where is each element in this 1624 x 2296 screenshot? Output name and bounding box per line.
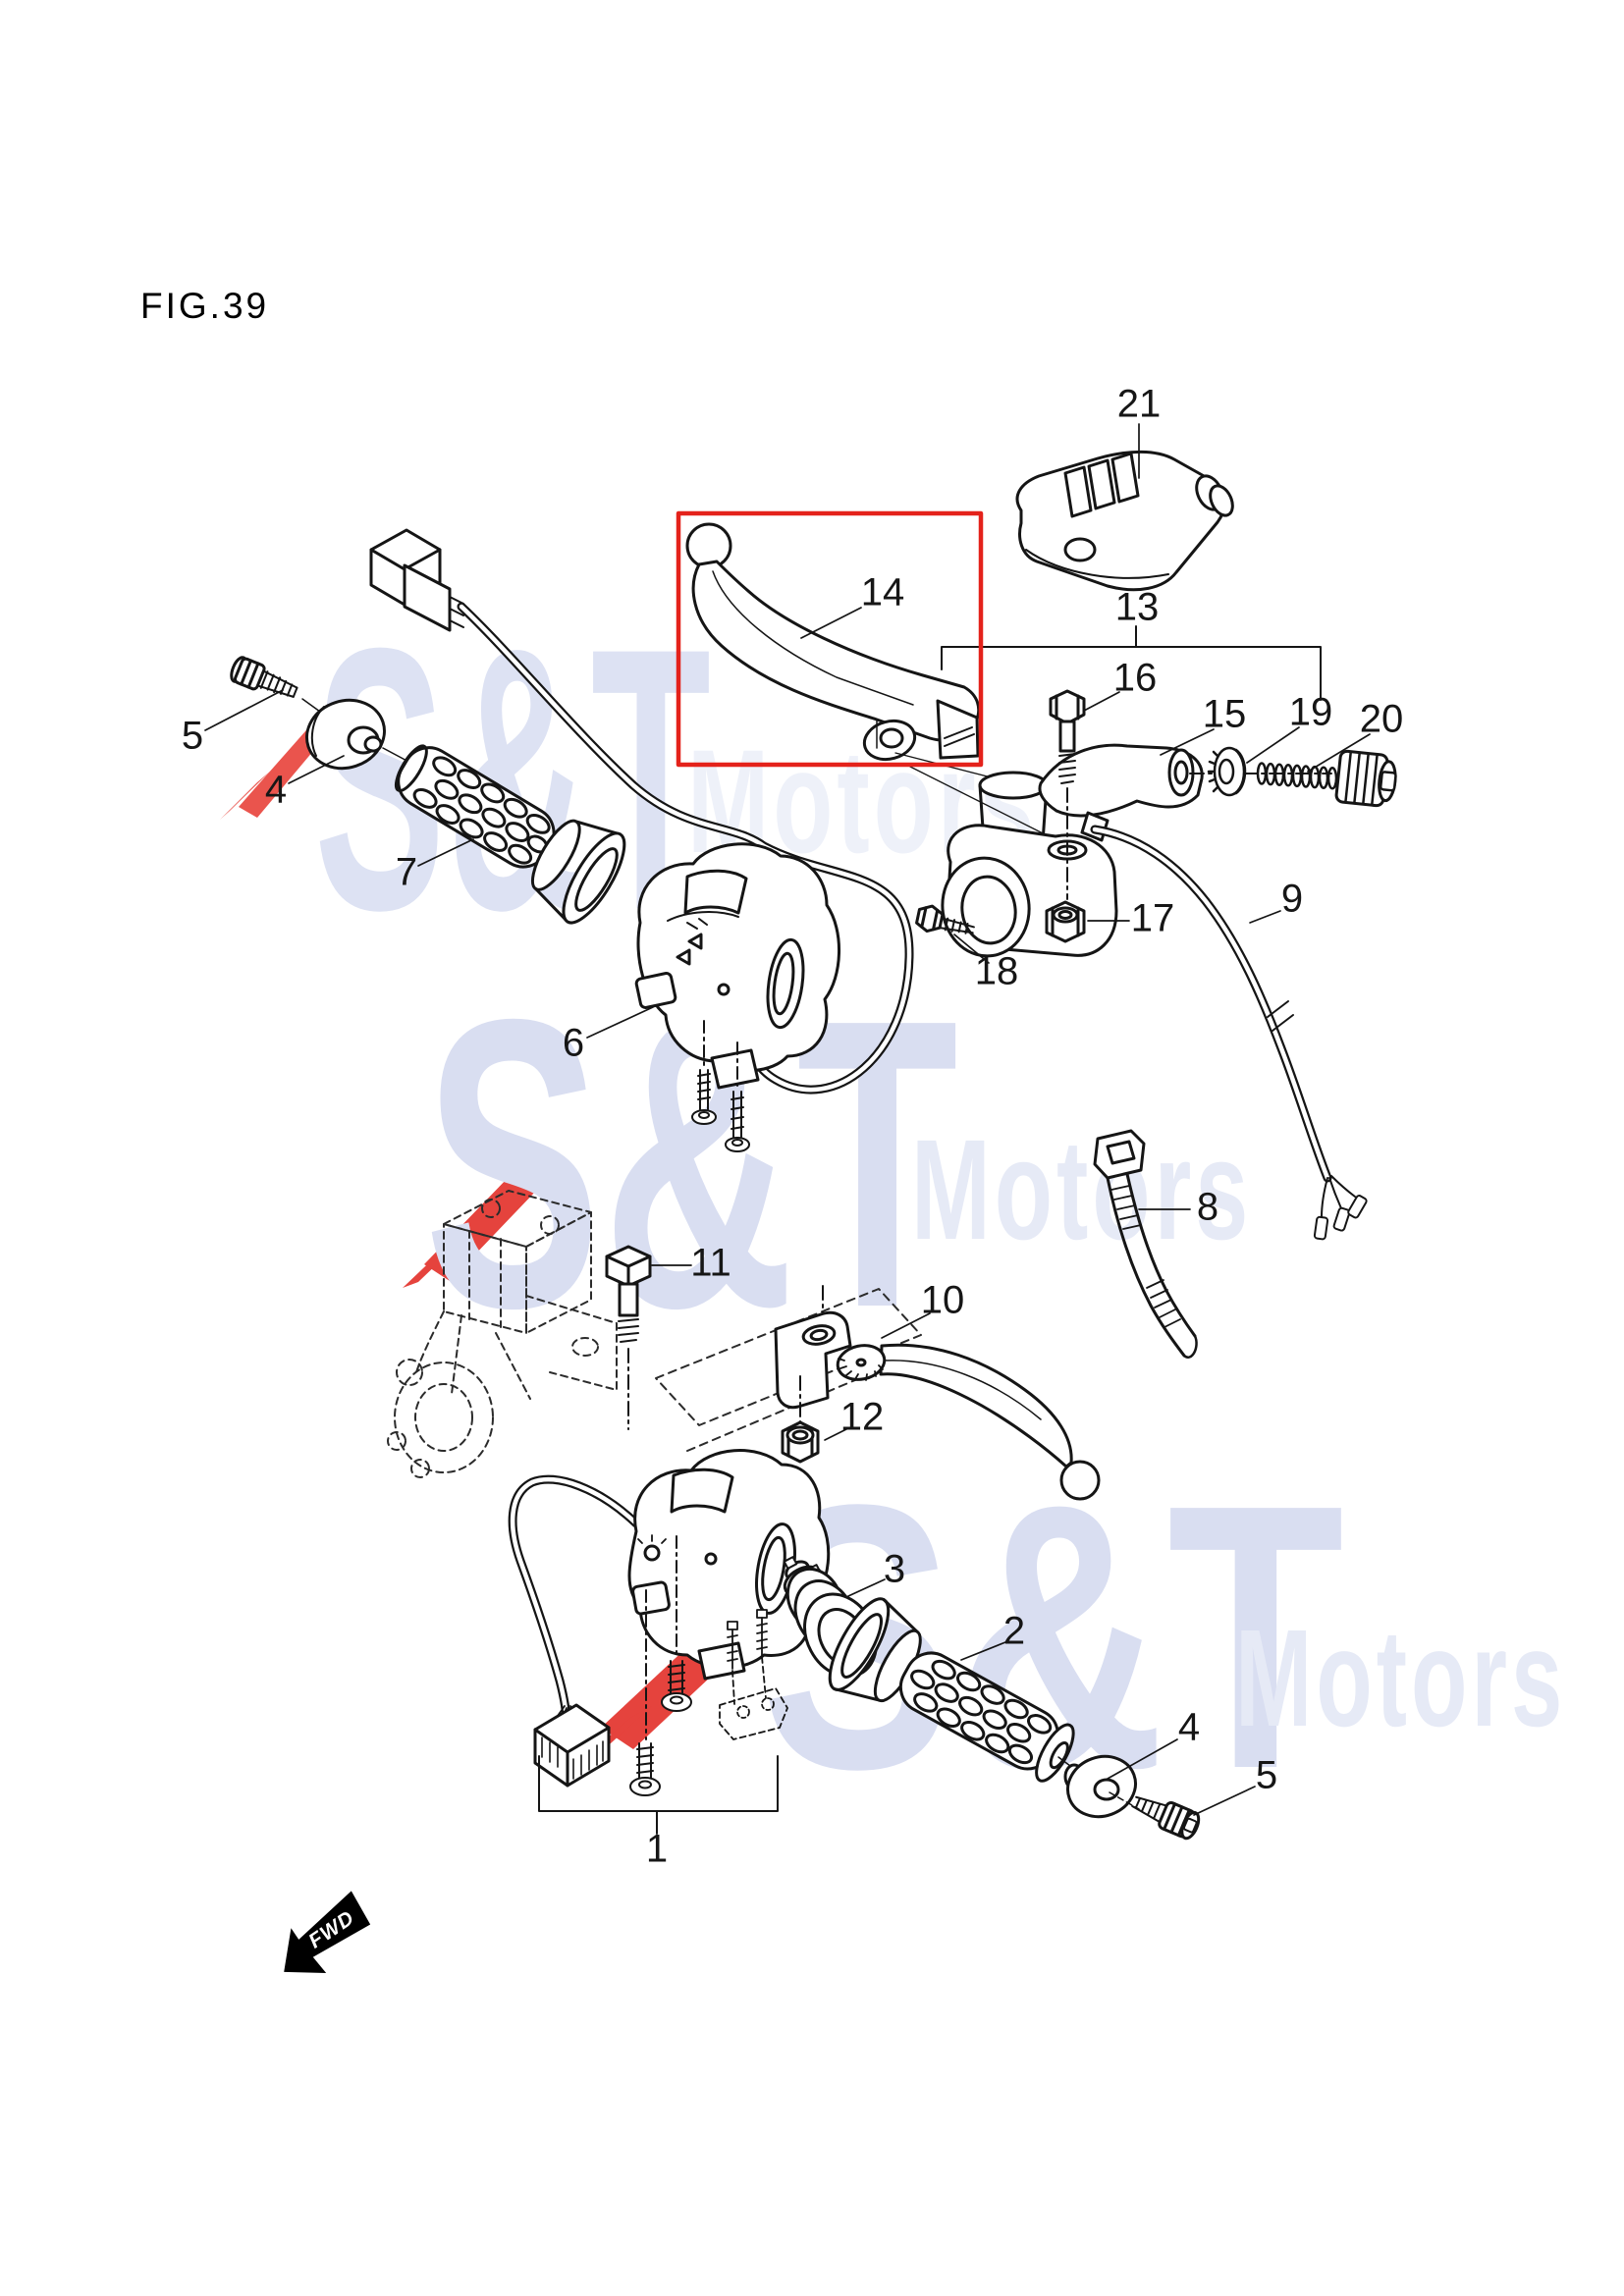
left-switch-cable-drawing — [457, 602, 914, 1095]
part-callout-6: 6 — [562, 1021, 585, 1065]
screw-5-lower-drawing — [1131, 1795, 1201, 1841]
cable-adjuster-20-drawing — [1256, 749, 1397, 808]
switch-screws-drawing — [629, 1660, 692, 1796]
part-callout-8: 8 — [1196, 1185, 1219, 1229]
grip-end-cap-upper-drawing — [305, 698, 386, 771]
part-callout-9: 9 — [1280, 877, 1304, 921]
figure-title: FIG.39 — [140, 286, 270, 326]
watermark-swoosh — [403, 1239, 463, 1288]
wiring-connector-drawing — [369, 528, 464, 632]
part-callout-12: 12 — [839, 1395, 885, 1439]
nut-17-drawing — [1045, 900, 1086, 943]
mounting-plane-dashed — [655, 1288, 922, 1426]
mounting-plane-dashed — [686, 1373, 870, 1452]
master-cylinder-ghost-drawing — [387, 1190, 618, 1478]
contact-set-drawing — [719, 1609, 788, 1740]
right-grip-drawing — [828, 1597, 1075, 1783]
part-callout-13: 13 — [1114, 585, 1160, 629]
lever-cover-drawing — [1015, 450, 1234, 592]
assembly-axis-line — [1109, 1791, 1140, 1810]
clutch-lever-drawing — [685, 522, 981, 762]
part-callout-14: 14 — [860, 570, 905, 614]
group-bracket-1 — [538, 1755, 779, 1835]
part-callout-3: 3 — [883, 1547, 906, 1591]
part-callout-2: 2 — [1002, 1609, 1026, 1653]
watermark-word-text: Motors — [1235, 1602, 1566, 1756]
switch-screws-drawing — [691, 1069, 750, 1152]
part-callout-19: 19 — [1288, 690, 1333, 734]
part-callout-10: 10 — [920, 1278, 965, 1322]
watermark-swoosh — [239, 723, 324, 818]
part-callout-16: 16 — [1112, 656, 1158, 700]
grip-end-cap-lower-drawing — [1063, 1754, 1137, 1819]
part-callout-7: 7 — [395, 850, 418, 894]
screw-5-upper-drawing — [230, 656, 298, 698]
highlight-box — [676, 510, 984, 768]
part-callout-4a: 4 — [264, 768, 288, 812]
watermark-swoosh — [424, 1147, 560, 1281]
part-callout-20: 20 — [1359, 697, 1404, 741]
part-callout-5b: 5 — [1255, 1753, 1278, 1797]
group-bracket-13 — [941, 625, 1322, 701]
watermark-swoosh — [220, 771, 271, 820]
throttle-pipe-drawing — [783, 1556, 878, 1679]
bolt-11-drawing — [605, 1245, 652, 1430]
leader-lines — [204, 423, 1371, 1816]
right-switch-cable-drawing — [508, 1474, 641, 1788]
left-switch-housing-drawing — [634, 842, 841, 1090]
left-grip-drawing — [394, 744, 626, 925]
nut-12-drawing — [781, 1420, 820, 1464]
part-callout-11: 11 — [690, 1241, 731, 1285]
watermark-word-text: Motors — [911, 1110, 1252, 1269]
bolt-16-drawing — [1049, 689, 1086, 900]
bolt-18-drawing — [915, 904, 975, 934]
part-callout-15: 15 — [1202, 692, 1247, 736]
part-callout-21: 21 — [1116, 382, 1162, 426]
part-callout-1: 1 — [645, 1827, 669, 1871]
clutch-cable-drawing — [1090, 825, 1368, 1241]
watermark-tile-upper: S&T Motors — [220, 571, 1034, 988]
part-callout-18: 18 — [974, 949, 1019, 993]
part-callout-5a: 5 — [181, 714, 204, 758]
part-callout-4b: 4 — [1177, 1705, 1201, 1749]
cable-band-drawing — [1093, 1129, 1198, 1359]
part-callout-17: 17 — [1130, 896, 1175, 940]
lock-washer-19-drawing — [1207, 746, 1247, 797]
brake-lever-drawing — [774, 1285, 1101, 1501]
